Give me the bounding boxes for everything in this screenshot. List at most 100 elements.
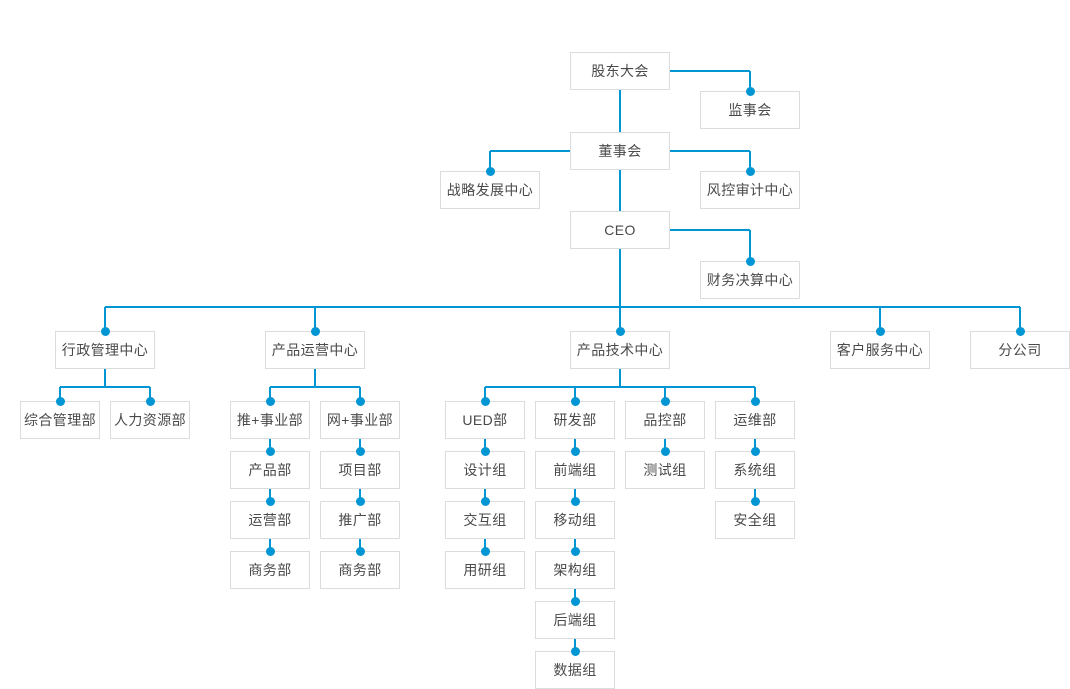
org-node-research_group[interactable]: 用研组 [445,551,525,589]
org-node-label: 客户服务中心 [836,342,924,358]
org-node-label: 前端组 [553,462,597,478]
prodtech-trunk-dot [660,396,670,406]
org-node-label: 商务部 [338,562,382,578]
division-trunk-dot [615,326,625,336]
org-node-label: 移动组 [553,512,597,528]
org-node-label: 产品部 [248,462,292,478]
org-node-qa[interactable]: 品控部 [625,401,705,439]
org-node-prodtech[interactable]: 产品技术中心 [570,331,670,369]
tui-chain-dot [265,546,275,556]
division-trunk-dot [310,326,320,336]
rnd-chain-dot [570,496,580,506]
org-node-label: 品控部 [643,412,687,428]
prodtech-trunk-dot [480,396,490,406]
rnd-chain-dot [570,546,580,556]
org-node-label: 架构组 [553,562,597,578]
org-node-test_group[interactable]: 测试组 [625,451,705,489]
org-node-label: 运营部 [248,512,292,528]
board-to-riskaudit-endpoint-dot [745,166,755,176]
org-node-ops[interactable]: 运维部 [715,401,795,439]
wang-chain-dot [355,546,365,556]
org-node-label: 设计组 [463,462,507,478]
admin-trunk-dot [55,396,65,406]
org-node-project_dept[interactable]: 项目部 [320,451,400,489]
org-node-label: 研发部 [553,412,597,428]
org-node-frontend_group[interactable]: 前端组 [535,451,615,489]
org-node-label: 后端组 [553,612,597,628]
admin-trunk-dot [145,396,155,406]
org-node-interact_group[interactable]: 交互组 [445,501,525,539]
org-node-backend_group[interactable]: 后端组 [535,601,615,639]
org-node-finance[interactable]: 财务决算中心 [700,261,800,299]
org-node-admin[interactable]: 行政管理中心 [55,331,155,369]
tui-chain-dot [265,496,275,506]
org-node-label: 人力资源部 [114,412,186,428]
ops-chain-dot [750,496,760,506]
org-node-ued[interactable]: UED部 [445,401,525,439]
org-node-label: 交互组 [463,512,507,528]
wang-chain-dot [355,446,365,456]
org-node-shareholders[interactable]: 股东大会 [570,52,670,90]
division-trunk-dot [875,326,885,336]
rnd-chain-dot [570,446,580,456]
org-node-riskaudit[interactable]: 风控审计中心 [700,171,800,209]
org-node-wang_bu[interactable]: 网+事业部 [320,401,400,439]
org-node-label: 风控审计中心 [706,182,794,198]
org-node-label: 分公司 [998,342,1042,358]
org-node-label: 推广部 [338,512,382,528]
org-node-label: 产品运营中心 [271,342,359,358]
org-node-system_group[interactable]: 系统组 [715,451,795,489]
org-node-label: 监事会 [728,102,772,118]
org-node-label: 用研组 [463,562,507,578]
rnd-chain-dot [570,646,580,656]
org-node-label: 安全组 [733,512,777,528]
org-node-arch_group[interactable]: 架构组 [535,551,615,589]
org-node-board[interactable]: 董事会 [570,132,670,170]
tui-chain-dot [265,446,275,456]
org-node-label: 网+事业部 [326,412,394,428]
org-node-design_group[interactable]: 设计组 [445,451,525,489]
org-node-promo_dept[interactable]: 推广部 [320,501,400,539]
org-node-supervisory[interactable]: 监事会 [700,91,800,129]
org-node-label: 战略发展中心 [446,182,534,198]
org-node-prodops[interactable]: 产品运营中心 [265,331,365,369]
org-node-label: 综合管理部 [24,412,96,428]
org-node-branch[interactable]: 分公司 [970,331,1070,369]
org-node-strategy[interactable]: 战略发展中心 [440,171,540,209]
ceo-to-finance-endpoint-dot [745,256,755,266]
division-trunk-dot [1015,326,1025,336]
org-node-data_group[interactable]: 数据组 [535,651,615,689]
org-node-tui_bu[interactable]: 推+事业部 [230,401,310,439]
qa-chain-dot [660,446,670,456]
org-node-label: 行政管理中心 [61,342,149,358]
ued-chain-dot [480,496,490,506]
org-node-label: 商务部 [248,562,292,578]
org-node-label: CEO [604,222,636,238]
org-node-business_dept2[interactable]: 商务部 [320,551,400,589]
org-node-hr[interactable]: 人力资源部 [110,401,190,439]
org-node-product_dept[interactable]: 产品部 [230,451,310,489]
prodops-trunk-dot [265,396,275,406]
prodops-trunk-dot [355,396,365,406]
prodtech-trunk-dot [750,396,760,406]
org-node-label: 推+事业部 [236,412,304,428]
rnd-chain-dot [570,596,580,606]
org-node-security_group[interactable]: 安全组 [715,501,795,539]
org-node-customer[interactable]: 客户服务中心 [830,331,930,369]
org-node-label: 数据组 [553,662,597,678]
ops-chain-dot [750,446,760,456]
org-node-general_mgmt[interactable]: 综合管理部 [20,401,100,439]
org-node-business_dept1[interactable]: 商务部 [230,551,310,589]
org-node-rnd[interactable]: 研发部 [535,401,615,439]
board-to-strategy-endpoint-dot [485,166,495,176]
org-node-label: 项目部 [338,462,382,478]
org-node-operation_dept[interactable]: 运营部 [230,501,310,539]
org-node-ceo[interactable]: CEO [570,211,670,249]
org-node-label: 财务决算中心 [706,272,794,288]
org-node-label: 运维部 [733,412,777,428]
division-trunk-dot [100,326,110,336]
org-node-label: UED部 [462,412,508,428]
org-node-mobile_group[interactable]: 移动组 [535,501,615,539]
org-node-label: 测试组 [643,462,687,478]
